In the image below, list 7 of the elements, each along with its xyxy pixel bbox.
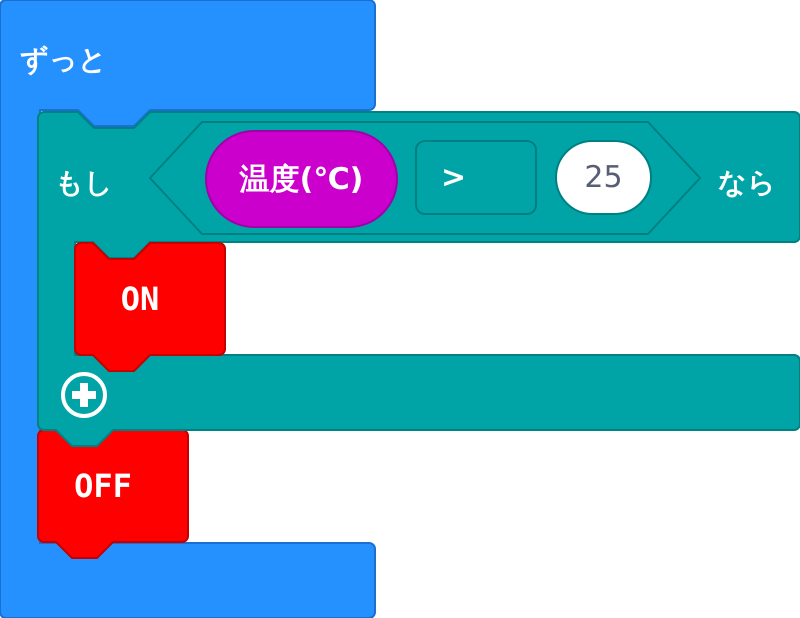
- block-label: なら: [718, 169, 776, 197]
- block-label: もし: [55, 169, 113, 197]
- if-block: [38, 112, 800, 448]
- dropdown: >: [415, 140, 537, 215]
- condition-block: [150, 122, 700, 234]
- block-label: ずっと: [20, 46, 107, 74]
- loop-block: [0, 0, 375, 618]
